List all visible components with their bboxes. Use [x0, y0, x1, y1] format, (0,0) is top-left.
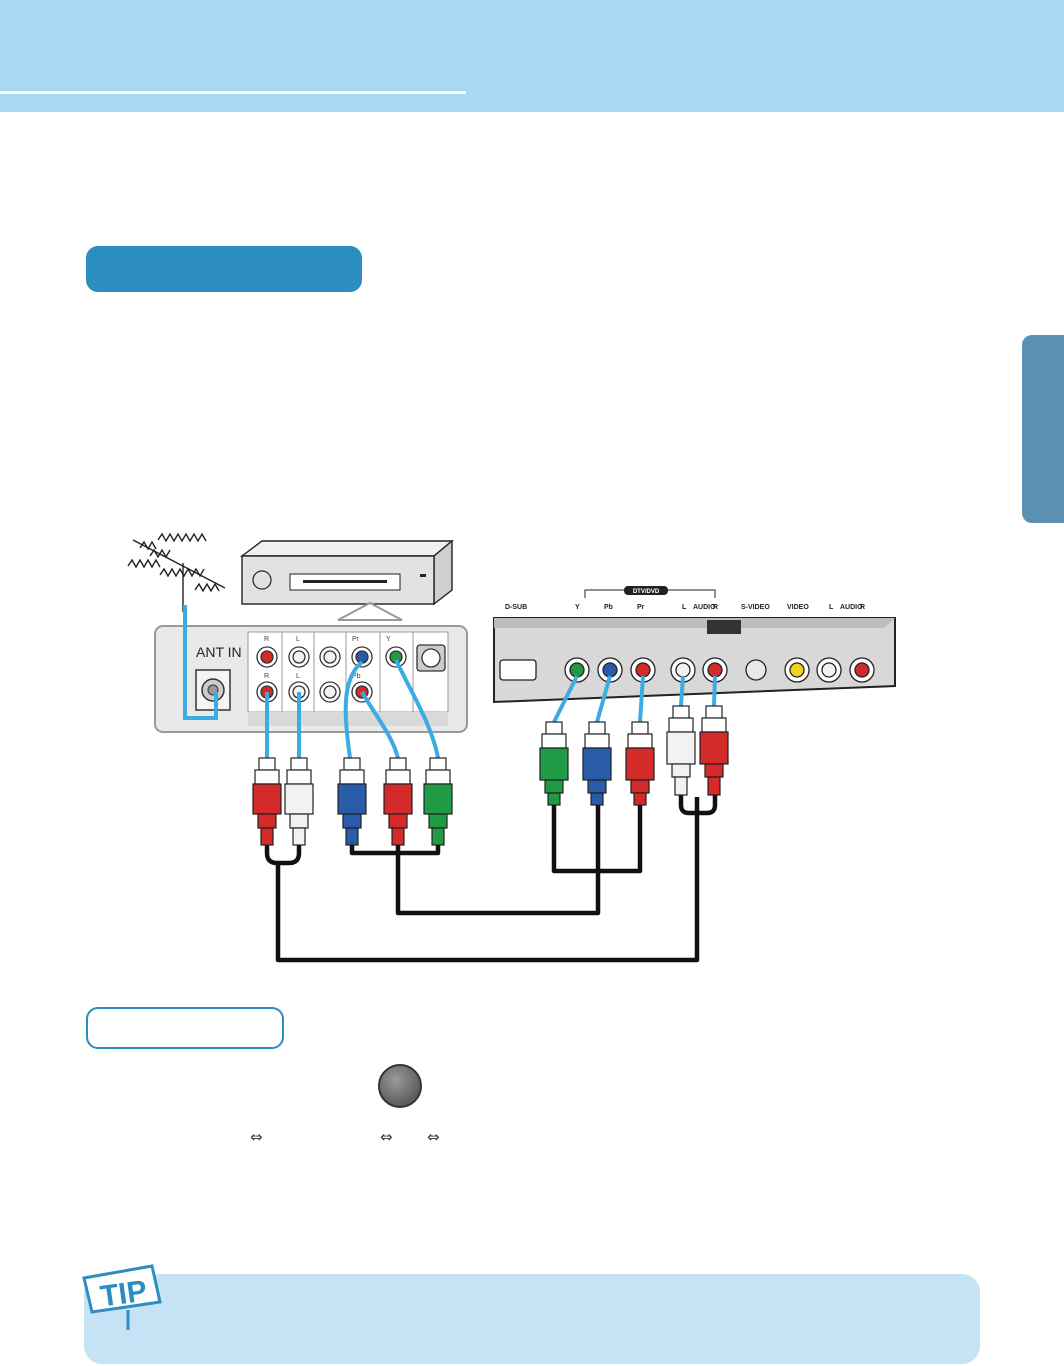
remote-button-icon	[378, 1064, 422, 1108]
svg-text:VIDEO: VIDEO	[787, 604, 809, 611]
page-header-band	[0, 0, 1064, 112]
plug-tv-pb	[582, 721, 612, 806]
svg-text:DTV/DVD: DTV/DVD	[633, 589, 660, 595]
tip-box	[84, 1274, 980, 1364]
svg-text:S-VIDEO: S-VIDEO	[741, 604, 770, 611]
svg-text:Pb: Pb	[604, 604, 613, 611]
rca-plugs	[252, 705, 729, 846]
tip-badge-icon: TIP	[82, 1264, 162, 1330]
svg-text:Pr: Pr	[352, 636, 360, 643]
svg-text:L: L	[829, 604, 834, 611]
av-cables	[264, 795, 718, 963]
svg-text:R: R	[713, 604, 718, 611]
plug-vcr-y	[423, 757, 453, 846]
svg-text:L: L	[682, 604, 687, 611]
swap-arrow-icon: ⇔	[380, 1128, 393, 1146]
plug-vcr-audio-l	[284, 757, 314, 846]
swap-arrow-icon: ⇔	[427, 1128, 440, 1146]
svg-text:L: L	[296, 673, 300, 680]
svg-text:R: R	[860, 604, 865, 611]
svg-text:Y: Y	[386, 636, 391, 643]
svg-text:L: L	[296, 636, 300, 643]
plug-vcr-pb	[337, 757, 367, 846]
svg-text:Pr: Pr	[637, 604, 645, 611]
svg-text:D-SUB: D-SUB	[505, 604, 527, 611]
plug-vcr-audio-r	[252, 757, 282, 846]
svg-text:R: R	[264, 636, 269, 643]
plug-tv-audio-l	[666, 705, 696, 796]
plug-tv-pr	[625, 721, 655, 806]
section-heading-pill	[86, 246, 362, 292]
tv-back-panel: DTV/DVD D-SUB Y Pb Pr L AUDIO R S-VIDEO …	[493, 586, 896, 704]
signal-wires	[183, 605, 717, 759]
connection-diagram: ANT IN R L Pr Y R L Pb DTV/DVD D-SUB Y	[127, 532, 896, 963]
ant-in-label: ANT IN	[196, 644, 242, 660]
antenna-icon	[127, 532, 226, 612]
subsection-heading-pill	[86, 1007, 284, 1049]
plug-vcr-pr	[383, 757, 413, 846]
plug-tv-audio-r	[699, 705, 729, 796]
swap-arrow-icon: ⇔	[250, 1128, 263, 1146]
svg-text:R: R	[264, 673, 269, 680]
svg-text:AUDIO: AUDIO	[693, 604, 716, 611]
svg-text:TIP: TIP	[98, 1274, 149, 1313]
chapter-side-tab[interactable]	[1022, 335, 1064, 523]
svg-text:AUDIO: AUDIO	[840, 604, 863, 611]
header-divider	[0, 91, 466, 94]
svg-text:Y: Y	[575, 604, 580, 611]
vcr-device	[239, 539, 454, 606]
plug-tv-y	[539, 721, 569, 806]
vcr-back-panel: ANT IN R L Pr Y R L Pb	[154, 601, 468, 733]
svg-text:Pb: Pb	[352, 673, 361, 680]
